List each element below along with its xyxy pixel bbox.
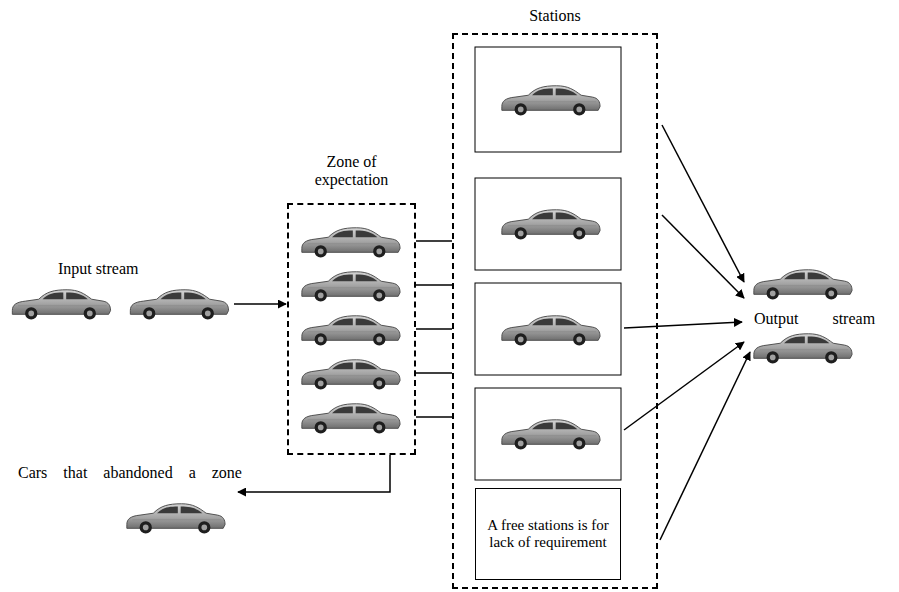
car [302, 228, 400, 258]
car [754, 270, 852, 300]
input-arrow [234, 303, 286, 305]
group-heading: Stations [452, 7, 658, 25]
car [127, 504, 225, 534]
output-arrows [624, 125, 750, 540]
car [502, 420, 600, 450]
car [502, 316, 600, 346]
car [302, 404, 400, 434]
car [12, 290, 110, 320]
car [302, 360, 400, 390]
car [130, 290, 228, 320]
group-heading: Zone of expectation [287, 153, 416, 190]
abandon-arrow [238, 455, 390, 492]
waiting-zone: Zone of expectation [287, 203, 416, 455]
zone-link-lines [416, 241, 452, 417]
car [502, 86, 600, 116]
input-label: Input stream [58, 260, 138, 278]
stations-group: StationsA free stations is for lack of r… [452, 33, 658, 589]
free-station-box: A free stations is for lack of requireme… [475, 488, 621, 580]
car [302, 272, 400, 302]
station-boxes [475, 47, 621, 480]
abandon-label: Cars that abandoned a zone [18, 464, 242, 482]
station-note: A free stations is for lack of requireme… [476, 511, 620, 558]
output-label: Output stream [754, 310, 875, 328]
connector [416, 328, 452, 329]
car [302, 316, 400, 346]
car [754, 334, 852, 364]
car [502, 210, 600, 240]
